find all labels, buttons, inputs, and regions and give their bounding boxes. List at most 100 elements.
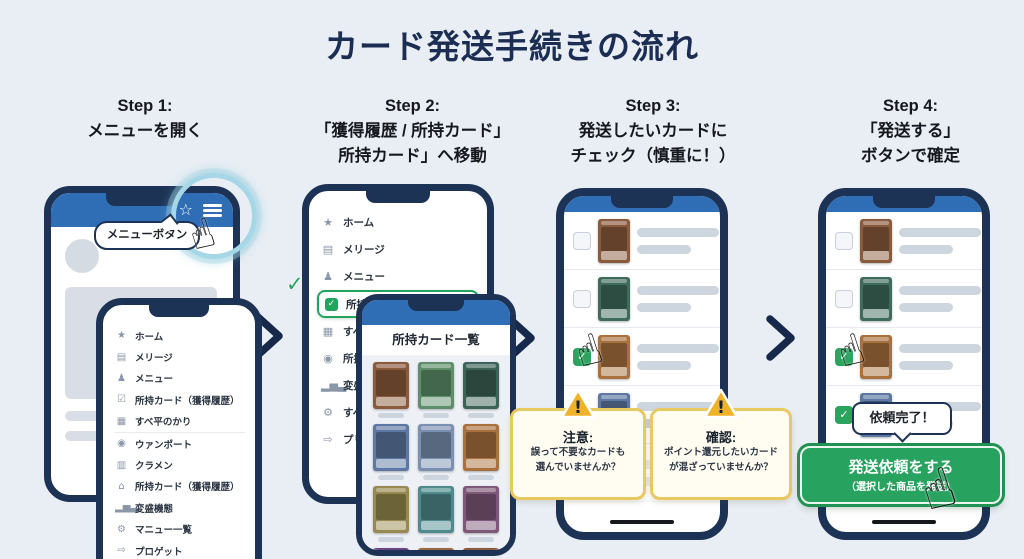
menu-item[interactable]: ☑ 所持カード（獲得履歴） [115,389,245,410]
menu-item[interactable]: ▦すべ平のかり [115,411,245,433]
gear-icon: ⚙ [323,406,333,419]
text-placeholder-lines [899,227,981,254]
phone-notch [366,191,430,203]
step4-phone: ✓✓✓✓✓ [818,188,990,540]
card-list-row: ✓ [826,328,982,386]
phone-notch [873,196,935,208]
next-step-chevron-icon [254,313,283,359]
warning-heading: 注意: [562,430,594,445]
menu-item[interactable]: ◉ ウァンポート [115,433,245,454]
card-list-row: ✓ [564,212,720,270]
unchecked-checkbox[interactable]: ✓ [573,231,591,250]
checked-checkbox[interactable]: ✓ [835,347,853,366]
home-indicator [872,520,936,524]
menu-item[interactable]: ▥ クラメン [115,454,245,475]
card-caption-placeholder [377,537,404,542]
port-icon: ◉ [323,352,333,365]
text-placeholder-lines [637,343,719,370]
chart-icon: ▂▅▃ [321,379,347,392]
step3-header: Step 3: 発送したいカードに チェック（慎重に！） [538,94,768,168]
step4-line1: 「発送する」 [861,121,960,140]
step2-phone-cards: 所持カード一覧 [356,294,516,556]
card-grid-cell [372,486,409,542]
card-thumbnail [463,362,500,409]
home-icon: ★ [117,330,126,342]
port-icon: ◉ [117,438,126,450]
warning-callout-confirm: ! 確認: ポイント還元したいカード が混ざっていませんか？ [650,388,792,500]
phone-notch [149,305,209,317]
menu-item[interactable]: ▤メリージ [115,346,245,367]
text-placeholder-lines [637,227,719,254]
card-icon: ▥ [116,459,127,471]
menu-item-label: すべ平のかり [135,417,192,429]
card-thumbnail [372,548,409,550]
menu-item[interactable]: ⚙マニュー一覧 [115,519,245,540]
menu-item-label: 所持カード（獲得履歴） [135,395,240,407]
card-caption-placeholder [468,413,495,418]
warning-line: 選んでいませんか？ [535,461,621,473]
unchecked-checkbox[interactable]: ✓ [835,289,853,308]
menu-item[interactable]: ♟ メニュー [115,368,245,389]
warning-triangle-icon: ! [703,388,739,419]
card-thumbnail [860,218,892,263]
warning-line: 誤って不要なカードも [530,447,626,458]
menu-item-label: クラメン [135,461,173,473]
card-thumbnail [860,276,892,321]
svg-text:!: ! [574,398,582,418]
card-thumbnail [372,486,409,533]
menu-item-label: メニュー [135,374,174,386]
message-icon: ▤ [116,351,127,363]
card-thumbnail [598,334,630,379]
user-icon: ♟ [117,372,126,384]
step1-label: Step 1: [117,97,173,115]
card-thumbnail [463,424,500,471]
warning-callout-caution: ! 注意: 誤って不要なカードも 選んでいませんか？ [510,388,646,500]
menu-item[interactable]: ★ホーム [321,209,479,236]
warning-line: が混ざっていませんか？ [669,461,773,473]
menu-item[interactable]: ▤メリージ [321,236,479,263]
checkbox-icon: ☑ [117,394,126,406]
checked-checkbox[interactable]: ✓ [835,405,853,424]
card-grid-cell [417,486,454,542]
card-grid-cell [372,362,409,418]
card-thumbnail [417,486,454,533]
step2-line1: 「獲得履歴 / 所持カード」 [314,121,511,140]
card-caption-placeholder [422,475,449,480]
step2-header: Step 2: 「獲得履歴 / 所持カード」 所持カード」へ移動 [285,94,540,168]
card-caption-placeholder [422,413,449,418]
card-caption-placeholder [422,537,449,542]
card-grid [362,355,510,550]
phone-notch [106,193,178,206]
chart-icon: ▂▅▃ [115,502,139,514]
menu-item-label: ウァンポート [135,439,193,451]
next-step-chevron-icon [506,315,535,361]
phone-notch [611,196,673,208]
ship-request-button[interactable]: 発送依頼をする （選択した商品を発送） [800,446,1002,504]
home-icon: ★ [323,216,333,229]
home-indicator [610,520,674,524]
user-icon: ♟ [323,270,333,283]
menu-item[interactable]: ▂▅▃変盛機態 [115,497,245,518]
checked-checkbox[interactable]: ✓ [573,347,591,366]
page-title: カード発送手続きの流れ [325,28,699,65]
card-thumbnail [372,424,409,471]
step1-header: Step 1: メニューを開く [40,94,250,144]
logout-icon: ⇨ [323,433,333,446]
menu-item[interactable]: ★ホーム [115,325,245,346]
step3-line2: チェック（慎重に！） [570,146,736,165]
unchecked-checkbox[interactable]: ✓ [835,231,853,250]
card-grid-cell [463,424,500,480]
card-list-row: ✓ [826,270,982,328]
menu-item-label: メニュー [343,271,385,283]
menu-item[interactable]: ⌂所持カード（獲得履歴） [115,476,245,497]
menu-item[interactable]: ⇨プロゲット [115,540,245,559]
step2-label: Step 2: [384,97,440,115]
menu-item[interactable]: ♟ メニュー [321,263,479,290]
text-placeholder [65,431,111,441]
card-list-title: 所持カード一覧 [362,325,510,356]
card-caption-placeholder [377,413,404,418]
card-grid-cell [463,362,500,418]
unchecked-checkbox[interactable]: ✓ [573,289,591,308]
card-thumbnail [463,486,500,533]
